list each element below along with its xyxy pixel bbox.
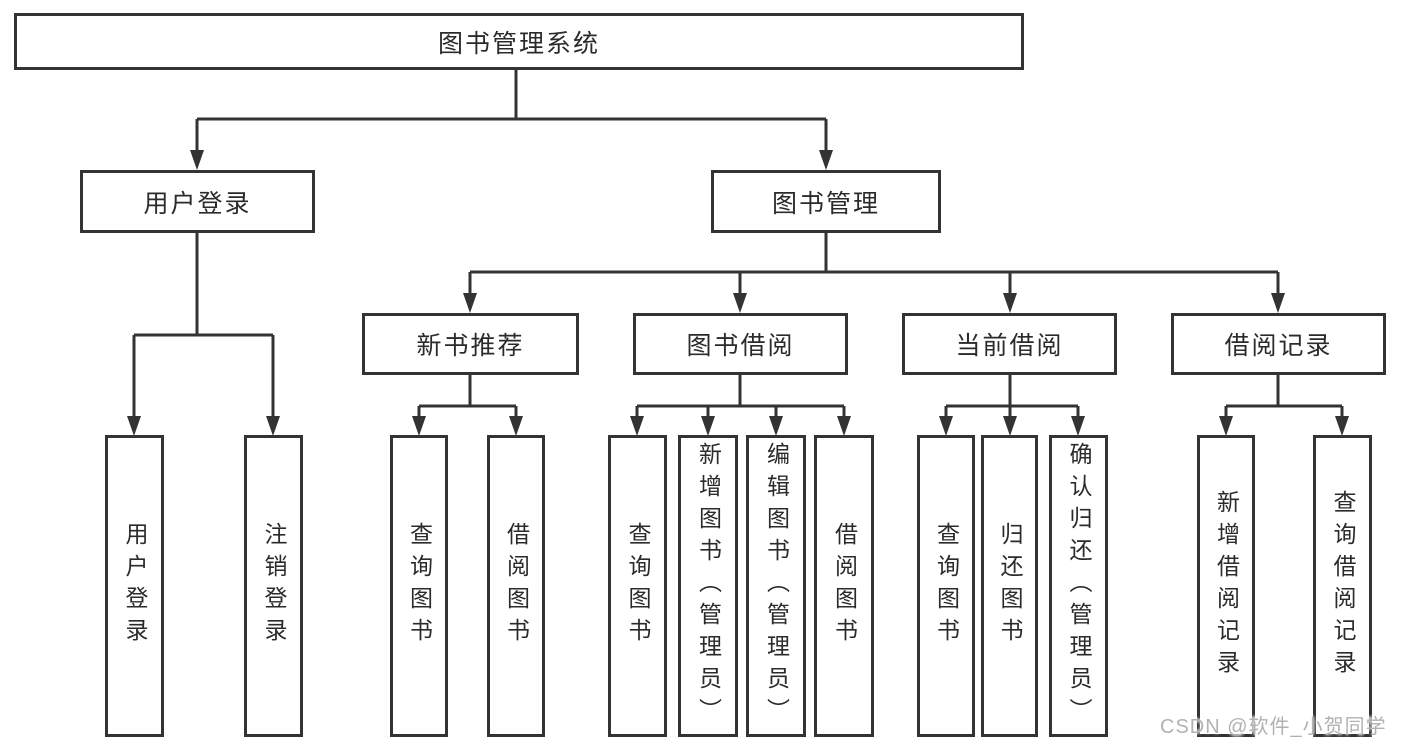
arrowhead: [819, 150, 833, 170]
arrowhead: [701, 416, 715, 436]
leaf-query-book-current-label: 查询图书: [933, 522, 960, 650]
leaf-query-borrow-record: 查询借阅记录: [1313, 435, 1372, 737]
node-current-borrow-label: 当前借阅: [955, 332, 1064, 360]
leaf-borrow-book: 借阅图书: [814, 435, 874, 737]
arrowhead: [1335, 416, 1349, 436]
leaf-add-book-admin-label: 新增图书（管理员）: [695, 442, 722, 730]
leaf-query-book-recommend-label: 查询图书: [406, 522, 433, 650]
arrowhead: [733, 293, 747, 313]
leaf-confirm-return-admin: 确认归还（管理员）: [1049, 435, 1108, 737]
leaf-borrow-book-recommend: 借阅图书: [487, 435, 545, 737]
leaf-add-book-admin: 新增图书（管理员）: [678, 435, 738, 737]
arrowhead: [1219, 416, 1233, 436]
node-new-book-recommend-label: 新书推荐: [416, 332, 525, 360]
node-user-login: 用户登录: [80, 170, 315, 233]
leaf-add-borrow-record: 新增借阅记录: [1197, 435, 1255, 737]
node-new-book-recommend: 新书推荐: [362, 313, 579, 375]
node-borrow-records-label: 借阅记录: [1224, 332, 1333, 360]
leaf-query-book-current: 查询图书: [917, 435, 975, 737]
leaf-user-login: 用户登录: [105, 435, 164, 737]
node-book-borrow-label: 图书借阅: [686, 332, 795, 360]
leaf-edit-book-admin: 编辑图书（管理员）: [746, 435, 806, 737]
leaf-query-book-recommend: 查询图书: [390, 435, 448, 737]
leaf-borrow-book-recommend-label: 借阅图书: [503, 522, 530, 650]
node-user-login-label: 用户登录: [143, 189, 252, 218]
node-current-borrow: 当前借阅: [902, 313, 1117, 375]
leaf-confirm-return-admin-label: 确认归还（管理员）: [1066, 442, 1092, 730]
leaf-borrow-book-label: 借阅图书: [831, 522, 858, 650]
leaf-user-login-label: 用户登录: [122, 522, 148, 650]
leaf-return-book: 归还图书: [981, 435, 1038, 737]
arrowhead: [127, 416, 141, 436]
leaf-query-borrow-record-label: 查询借阅记录: [1330, 490, 1356, 682]
arrowhead: [1271, 293, 1285, 313]
arrowhead: [1071, 416, 1085, 436]
leaf-add-borrow-record-label: 新增借阅记录: [1213, 490, 1240, 682]
node-book-borrow: 图书借阅: [633, 313, 848, 375]
node-book-management: 图书管理: [711, 170, 941, 233]
arrowheads: [127, 150, 1349, 436]
connector-path: [132, 70, 1344, 418]
leaf-logout-login-label: 注销登录: [261, 522, 287, 650]
leaf-query-book-borrow: 查询图书: [608, 435, 667, 737]
leaf-query-book-borrow-label: 查询图书: [625, 522, 651, 650]
arrowhead: [266, 416, 280, 436]
arrowhead: [509, 416, 523, 436]
node-library-system-label: 图书管理系统: [437, 29, 600, 58]
arrowhead: [837, 416, 851, 436]
csdn-watermark: CSDN @软件_小贺同学: [1160, 716, 1387, 738]
leaf-logout-login: 注销登录: [244, 435, 303, 737]
leaf-edit-book-admin-label: 编辑图书（管理员）: [763, 442, 790, 730]
arrowhead: [769, 416, 783, 436]
leaf-return-book-label: 归还图书: [997, 522, 1023, 650]
arrowhead: [630, 416, 644, 436]
node-borrow-records: 借阅记录: [1171, 313, 1386, 375]
arrowhead: [412, 416, 426, 436]
arrowhead: [1003, 416, 1017, 436]
arrowhead: [939, 416, 953, 436]
arrowhead: [463, 293, 477, 313]
arrowhead: [1003, 293, 1017, 313]
node-library-system: 图书管理系统: [14, 13, 1024, 70]
node-book-management-label: 图书管理: [771, 189, 880, 218]
arrowhead: [190, 150, 204, 170]
